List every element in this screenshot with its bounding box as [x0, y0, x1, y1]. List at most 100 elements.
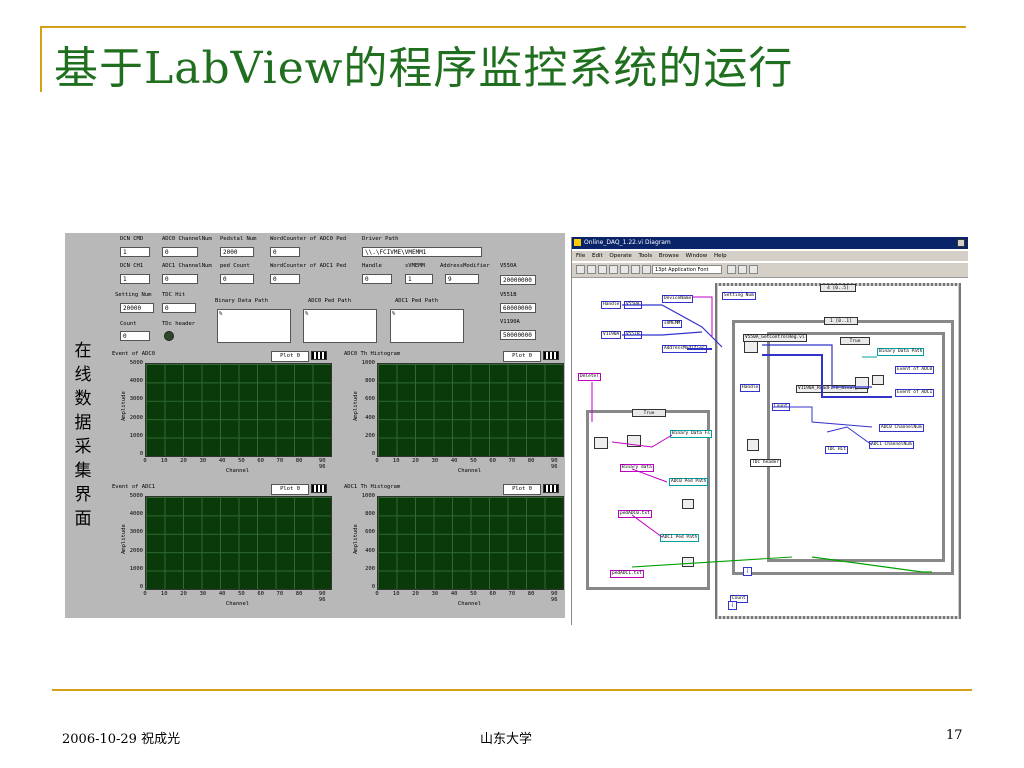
- node-adc0-ped-path[interactable]: ADC0 Ped Path: [669, 478, 709, 486]
- node-function[interactable]: [627, 435, 641, 447]
- true-case-selector[interactable]: True: [840, 337, 870, 345]
- inner-sequence-selector[interactable]: 1 [0..1]: [824, 317, 858, 325]
- graph-event-adc1: Event of ADC1 Plot 0 Amplitude 5000 4000…: [111, 484, 333, 614]
- plot-style-icon[interactable]: [543, 484, 559, 493]
- close-icon[interactable]: [957, 239, 965, 247]
- x-tick: 50: [238, 458, 245, 464]
- run-arrow-icon[interactable]: [576, 265, 585, 274]
- node-function[interactable]: [594, 437, 608, 449]
- plot-area[interactable]: [145, 363, 332, 457]
- pedestal-num-input[interactable]: 2000: [220, 247, 254, 257]
- wordcounter-adc1-display: 0: [270, 274, 300, 284]
- node-function[interactable]: [747, 439, 759, 451]
- node-address-modifier[interactable]: AddressModifier: [662, 345, 707, 353]
- node-ped-adc0[interactable]: pedADC0.txt: [618, 510, 652, 518]
- node-function[interactable]: [872, 375, 884, 385]
- sequence-selector[interactable]: 4 [0..5]: [820, 284, 856, 292]
- node-ped-adc1[interactable]: pedADC1.txt: [610, 570, 644, 578]
- plot-legend[interactable]: Plot 0: [503, 484, 541, 495]
- node-get-control-reg[interactable]: V550A_GetControlReg.vi: [743, 334, 807, 342]
- font-selector[interactable]: 13pt Application Font: [652, 265, 722, 274]
- plot-legend[interactable]: Plot 0: [271, 484, 309, 495]
- plot-style-icon[interactable]: [311, 484, 327, 493]
- node-function[interactable]: [744, 341, 758, 353]
- y-axis-label: Amplitude: [121, 391, 127, 421]
- node-v551b[interactable]: V551B: [624, 331, 642, 339]
- menu-window[interactable]: Window: [685, 253, 708, 259]
- node-device-name[interactable]: DeviceName: [662, 295, 694, 303]
- dcn-cmd-input[interactable]: 1: [120, 247, 150, 257]
- menu-browse[interactable]: Browse: [658, 253, 679, 259]
- run-continuous-icon[interactable]: [587, 265, 596, 274]
- setting-num-input[interactable]: 20000: [120, 303, 154, 313]
- x-ticks: 0 10 20 30 40 50 60 70 80 90 96: [375, 458, 562, 470]
- plot-area[interactable]: [145, 496, 332, 590]
- node-binary-data[interactable]: Binary data: [620, 464, 654, 472]
- v550a-input[interactable]: 20000000: [500, 275, 536, 285]
- binary-data-path-input[interactable]: %: [217, 309, 291, 343]
- node-adc0-channel[interactable]: ADC0 ChannelNum: [879, 424, 924, 432]
- y-tick: 3000: [129, 396, 143, 402]
- driver-path-input[interactable]: \\.\FCIVME\VMEMM1: [362, 247, 482, 257]
- v1190a-input[interactable]: 50000000: [500, 330, 536, 340]
- node-svmemm[interactable]: sVMEMM: [662, 320, 683, 328]
- distribute-icon[interactable]: [738, 265, 747, 274]
- node-binary-data-fs[interactable]: Binary Data Fs: [670, 430, 712, 438]
- y-tick: 1000: [361, 493, 375, 499]
- title-top-rule: [40, 26, 966, 28]
- align-icon[interactable]: [727, 265, 736, 274]
- x-ticks: 0 10 20 30 40 50 60 70 80 90 96: [143, 458, 330, 470]
- menu-file[interactable]: File: [576, 253, 586, 259]
- adc1-ped-path-input[interactable]: %: [390, 309, 464, 343]
- node-count[interactable]: Count: [772, 403, 790, 411]
- node-v1190a[interactable]: V1190A: [601, 331, 622, 339]
- dcn-cmd-label: DCN CMD: [120, 236, 144, 242]
- x-tick: 70: [508, 458, 516, 464]
- reorder-icon[interactable]: [749, 265, 758, 274]
- node-handle-2[interactable]: Handle: [740, 384, 761, 392]
- node-function[interactable]: [682, 557, 694, 567]
- plot-legend[interactable]: Plot 0: [271, 351, 309, 362]
- abort-icon[interactable]: [598, 265, 607, 274]
- highlight-icon[interactable]: [620, 265, 629, 274]
- menu-help[interactable]: Help: [714, 253, 727, 259]
- adc1-channel-input[interactable]: 0: [162, 274, 198, 284]
- address-modifier-input[interactable]: 9: [445, 274, 479, 284]
- v551b-label: V551B: [500, 292, 517, 298]
- node-tdc-header[interactable]: TDc header: [750, 459, 782, 467]
- node-adc1-channel[interactable]: ADC1 ChannelNum: [869, 441, 914, 449]
- node-handle[interactable]: Handle: [601, 301, 622, 309]
- adc0-channel-input[interactable]: 0: [162, 247, 198, 257]
- pause-icon[interactable]: [609, 265, 618, 274]
- x-tick: 10: [160, 591, 168, 597]
- tdc-hit-label: TDC Hit: [162, 292, 186, 298]
- step-into-icon[interactable]: [631, 265, 640, 274]
- menu-operate[interactable]: Operate: [609, 253, 632, 259]
- plot-area[interactable]: [377, 363, 564, 457]
- plot-legend[interactable]: Plot 0: [503, 351, 541, 362]
- node-adc1-ped-path[interactable]: ADC1 Ped Path: [660, 534, 700, 542]
- node-binary-data-path[interactable]: Binary Data Path: [877, 348, 925, 356]
- node-count-2[interactable]: Count: [730, 595, 748, 603]
- step-over-icon[interactable]: [642, 265, 651, 274]
- node-v550a[interactable]: V550A: [624, 301, 642, 309]
- case-selector[interactable]: True: [632, 409, 666, 417]
- v551b-input[interactable]: 60000000: [500, 303, 536, 313]
- menu-edit[interactable]: Edit: [591, 253, 603, 259]
- plot-area[interactable]: [377, 496, 564, 590]
- node-event-adc0[interactable]: Event of ADC0: [895, 366, 935, 374]
- x-axis-label: Channel: [457, 601, 482, 607]
- plot-style-icon[interactable]: [311, 351, 327, 360]
- x-tick: 60: [489, 591, 496, 597]
- node-event-adc1[interactable]: Event of ADC1: [895, 389, 935, 397]
- node-tdc-hit[interactable]: TDC Hit: [825, 446, 848, 454]
- node-delete[interactable]: DeleteT: [578, 373, 601, 381]
- menu-tools[interactable]: Tools: [638, 253, 653, 259]
- node-setting-num[interactable]: Setting Num: [722, 292, 756, 300]
- adc0-ped-path-input[interactable]: %: [303, 309, 377, 343]
- dcn-ch1-input[interactable]: 1: [120, 274, 150, 284]
- svmemm-input[interactable]: 1: [405, 274, 433, 284]
- node-function[interactable]: [682, 499, 694, 509]
- plot-style-icon[interactable]: [543, 351, 559, 360]
- node-function[interactable]: [855, 377, 869, 389]
